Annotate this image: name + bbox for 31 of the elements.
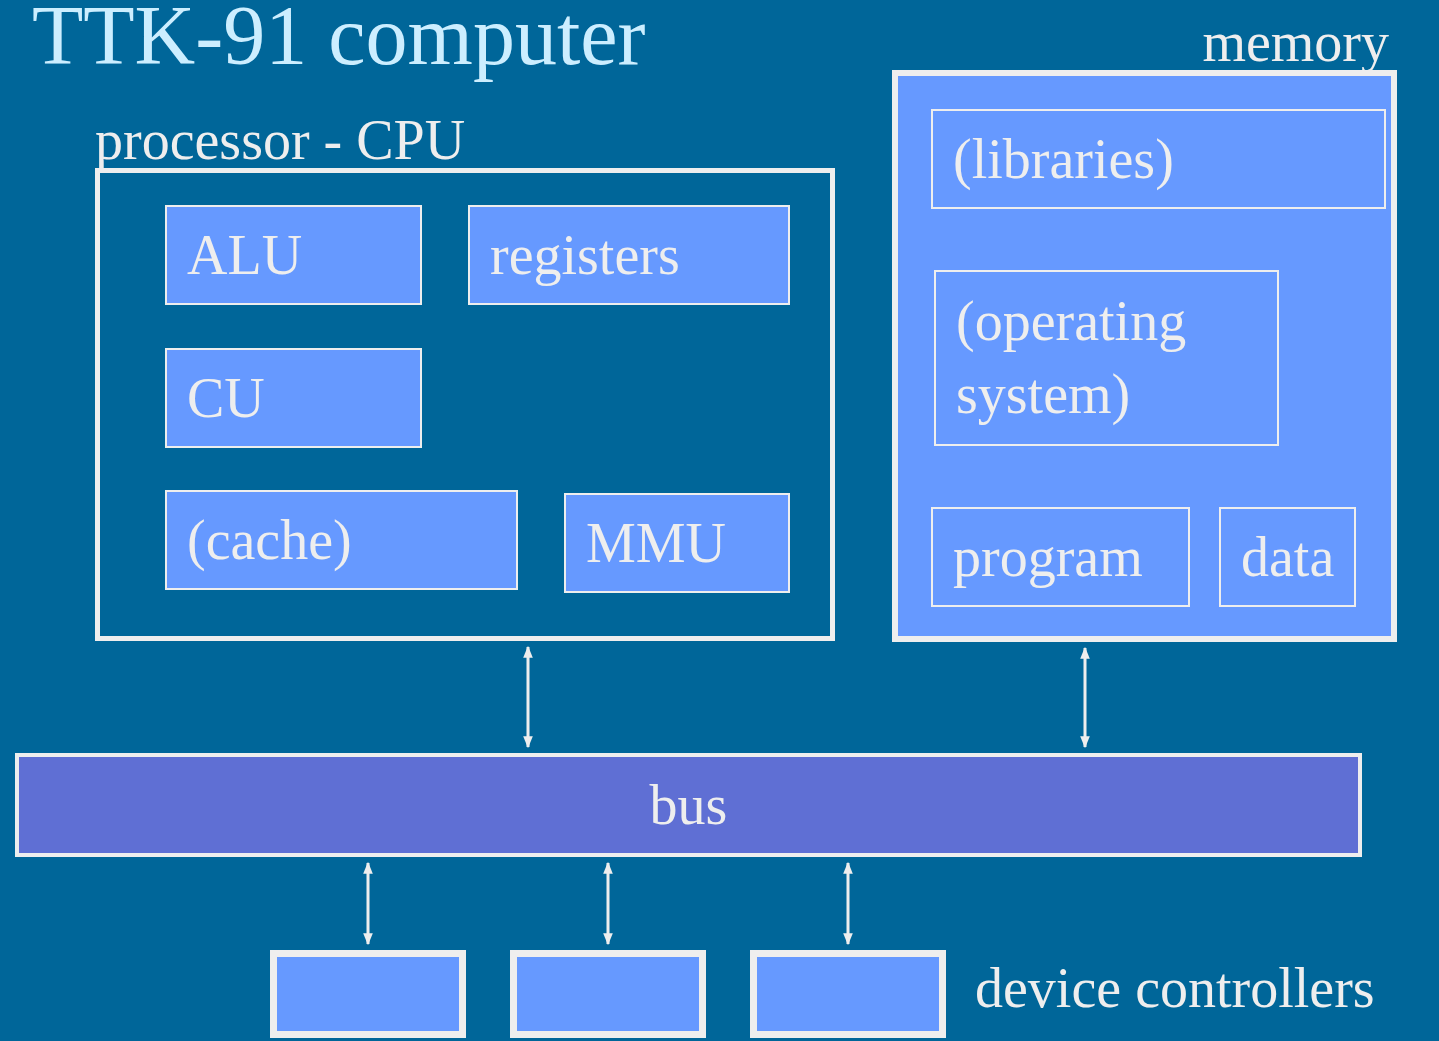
arrow bbox=[603, 861, 613, 946]
box-label: MMU bbox=[586, 510, 727, 576]
arrow bbox=[843, 861, 853, 946]
component-box bbox=[468, 205, 790, 305]
component-box bbox=[165, 348, 422, 448]
device-controller-box bbox=[750, 950, 946, 1038]
component-box bbox=[165, 205, 422, 305]
arrow bbox=[523, 645, 533, 749]
group-label: device controllers bbox=[975, 960, 1375, 1016]
box-label: (operating system) bbox=[956, 289, 1188, 427]
box-label: ALU bbox=[187, 222, 303, 288]
box-label: registers bbox=[490, 222, 680, 288]
arrow bbox=[363, 861, 373, 946]
component-box bbox=[931, 109, 1386, 209]
box-label: bus bbox=[649, 773, 728, 838]
component-box bbox=[934, 270, 1279, 446]
bus-bar bbox=[15, 753, 1362, 857]
group-heading: memory bbox=[1202, 14, 1389, 70]
group-heading: processor - CPU bbox=[95, 112, 466, 168]
component-box bbox=[931, 507, 1190, 607]
arrow bbox=[1080, 646, 1090, 749]
box-label: CU bbox=[187, 365, 265, 431]
box-label: data bbox=[1241, 524, 1335, 590]
box-label: (cache) bbox=[187, 507, 352, 573]
component-box bbox=[1219, 507, 1356, 607]
box-label: (libraries) bbox=[953, 126, 1174, 192]
component-box bbox=[165, 490, 518, 590]
component-box bbox=[564, 493, 790, 593]
device-controller-box bbox=[510, 950, 706, 1038]
box-label: program bbox=[953, 524, 1143, 590]
device-controller-box bbox=[270, 950, 466, 1038]
